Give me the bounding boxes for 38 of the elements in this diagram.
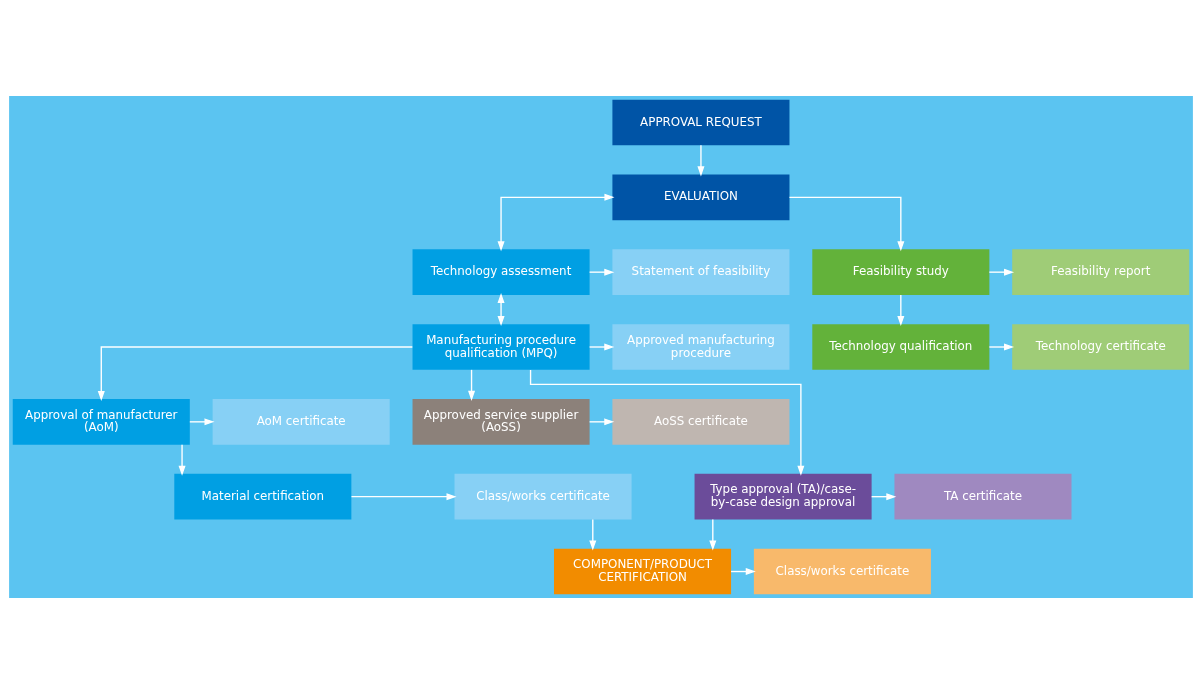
- arrow: [497, 193, 615, 251]
- arrow: [897, 293, 905, 326]
- arrow: [497, 292, 505, 326]
- node-box: Feasibility study: [812, 248, 990, 295]
- arrow: [589, 518, 597, 551]
- node-box: AoSS certificate: [612, 398, 790, 445]
- arrow: [468, 368, 476, 401]
- arrow: [588, 417, 615, 425]
- node-box: Class/works certificate: [753, 548, 931, 594]
- node-box: Manufacturing procedure qualification (MPQ): [412, 323, 590, 370]
- node-box: Type approval (TA)/case-by-case design approval: [694, 473, 872, 519]
- node-box: Statement of feasibility: [612, 248, 790, 295]
- arrow: [178, 443, 186, 476]
- node-box: Approval of manufacturer (AoM): [12, 398, 190, 445]
- arrow: [189, 417, 215, 425]
- arrow: [988, 342, 1015, 351]
- arrow: [350, 492, 457, 500]
- arrow: [588, 268, 615, 276]
- node-box: COMPONENT/PRODUCT CERTIFICATION: [554, 548, 732, 594]
- node-box: Approved service supplier (AoSS): [412, 398, 590, 445]
- node-box: Technology certificate: [1012, 323, 1190, 370]
- arrow: [529, 368, 805, 476]
- arrow: [588, 342, 615, 351]
- node-box: Material certification: [174, 473, 352, 519]
- node-box: Technology assessment: [412, 248, 590, 295]
- node-box: AoM certificate: [212, 398, 390, 445]
- arrow: [97, 345, 413, 401]
- arrow: [988, 268, 1015, 276]
- arrow: [788, 196, 905, 251]
- node-box: Approved manufacturing procedure: [612, 323, 790, 370]
- arrow: [709, 518, 717, 551]
- node-box: APPROVAL REQUEST: [612, 99, 790, 145]
- node-box: Feasibility report: [1012, 248, 1190, 295]
- arrow: [697, 144, 705, 176]
- node-box: TA certificate: [894, 473, 1072, 519]
- node-box: Technology qualification: [812, 323, 990, 370]
- node-box: EVALUATION: [612, 174, 790, 220]
- node-box: Class/works certificate: [454, 473, 632, 519]
